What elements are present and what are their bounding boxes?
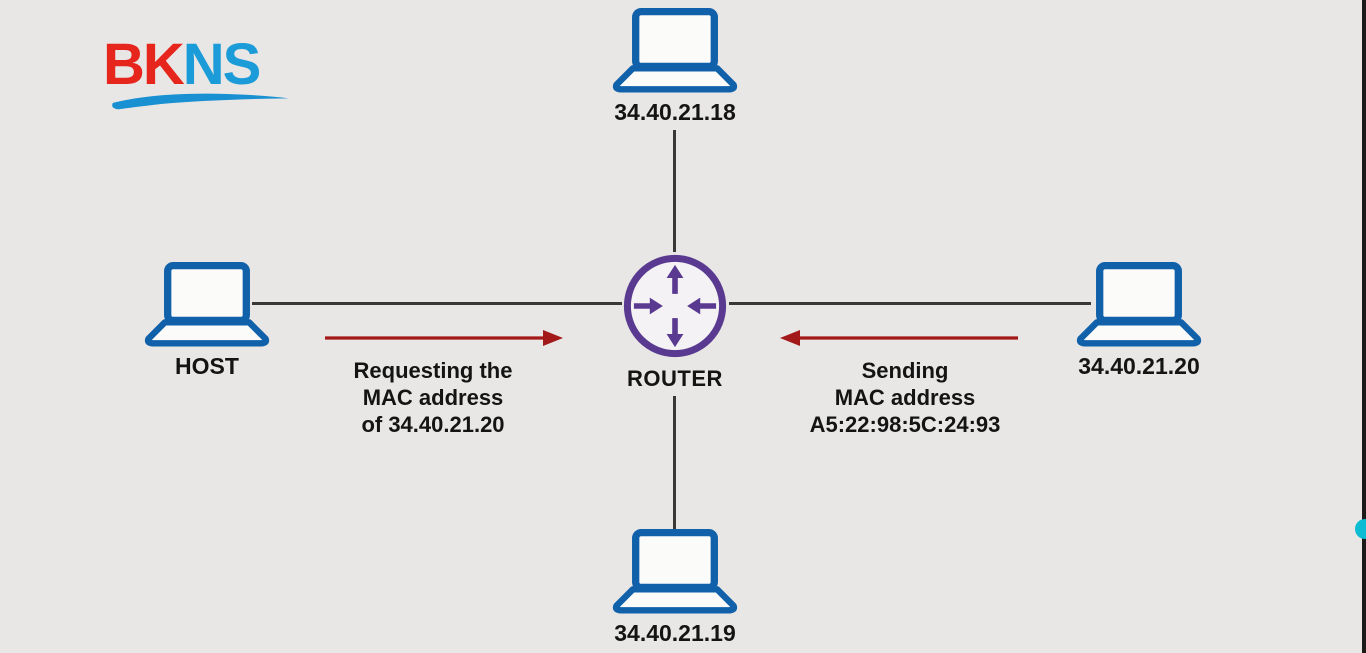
response-message-line-2: MAC address (834, 385, 976, 410)
request-message-line-1: Requesting the (353, 358, 513, 383)
link-router-to-bottom-laptop (673, 396, 676, 530)
link-host-to-router (252, 302, 622, 305)
laptop-icon-top (612, 7, 738, 93)
request-arrow-icon (325, 330, 563, 346)
logo-swoosh-icon (112, 93, 289, 110)
link-router-to-right-laptop (729, 302, 1091, 305)
response-message-line-1: Sending (861, 358, 949, 383)
cyan-notch (1355, 519, 1366, 539)
logo-text-bk: BK (103, 32, 185, 97)
response-message-line-3: A5:22:98:5C:24:93 (809, 412, 1001, 437)
link-top-laptop-to-router (673, 130, 676, 252)
router-node: ROUTER (619, 250, 731, 391)
request-message-line-2: MAC address (362, 385, 504, 410)
node-top-laptop: 34.40.21.18 (611, 7, 739, 125)
laptop-icon-bottom (612, 528, 738, 614)
response-arrow-icon (780, 330, 1018, 346)
router-icon (623, 254, 727, 358)
logo-text: BKNS (103, 32, 262, 97)
node-label-host: HOST (175, 353, 239, 379)
node-label-bottom: 34.40.21.19 (614, 620, 736, 646)
laptop-icon-right (1076, 261, 1202, 347)
response-message: Sending MAC address A5:22:98:5C:24:93 (765, 357, 1045, 438)
node-label-right: 34.40.21.20 (1078, 353, 1200, 379)
bkns-logo: BKNS (103, 36, 293, 110)
node-bottom-laptop: 34.40.21.19 (611, 528, 739, 646)
node-right-laptop: 34.40.21.20 (1075, 261, 1203, 379)
laptop-icon-host (144, 261, 270, 347)
request-message-line-3: of 34.40.21.20 (361, 412, 505, 437)
screen-edge-bar (1362, 0, 1366, 653)
logo-text-ns: NS (182, 32, 262, 97)
request-message: Requesting the MAC address of 34.40.21.2… (303, 357, 563, 438)
node-label-top: 34.40.21.18 (614, 99, 736, 125)
node-host-laptop: HOST (143, 261, 271, 379)
router-label: ROUTER (627, 366, 723, 391)
